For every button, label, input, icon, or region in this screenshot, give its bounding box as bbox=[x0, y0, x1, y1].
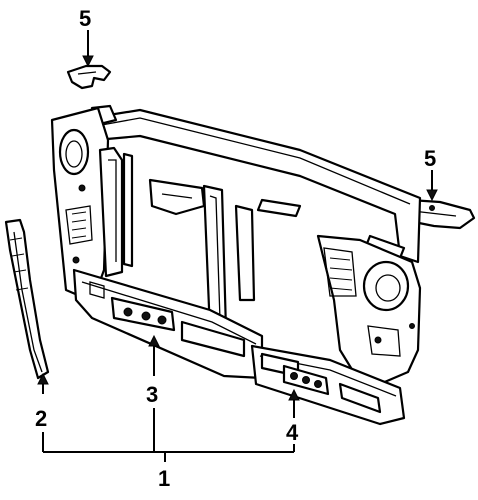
callout-2: 2 bbox=[35, 406, 47, 431]
callout-4: 4 bbox=[286, 420, 299, 445]
callout-3: 3 bbox=[146, 382, 158, 407]
bracket-top-left bbox=[66, 64, 112, 90]
radiator-support-frame bbox=[50, 104, 422, 426]
callout-5-right: 5 bbox=[424, 146, 436, 171]
leader-lines bbox=[37, 30, 438, 462]
support-rod bbox=[4, 218, 50, 380]
callout-5-top: 5 bbox=[79, 6, 91, 31]
callout-1: 1 bbox=[158, 466, 170, 491]
